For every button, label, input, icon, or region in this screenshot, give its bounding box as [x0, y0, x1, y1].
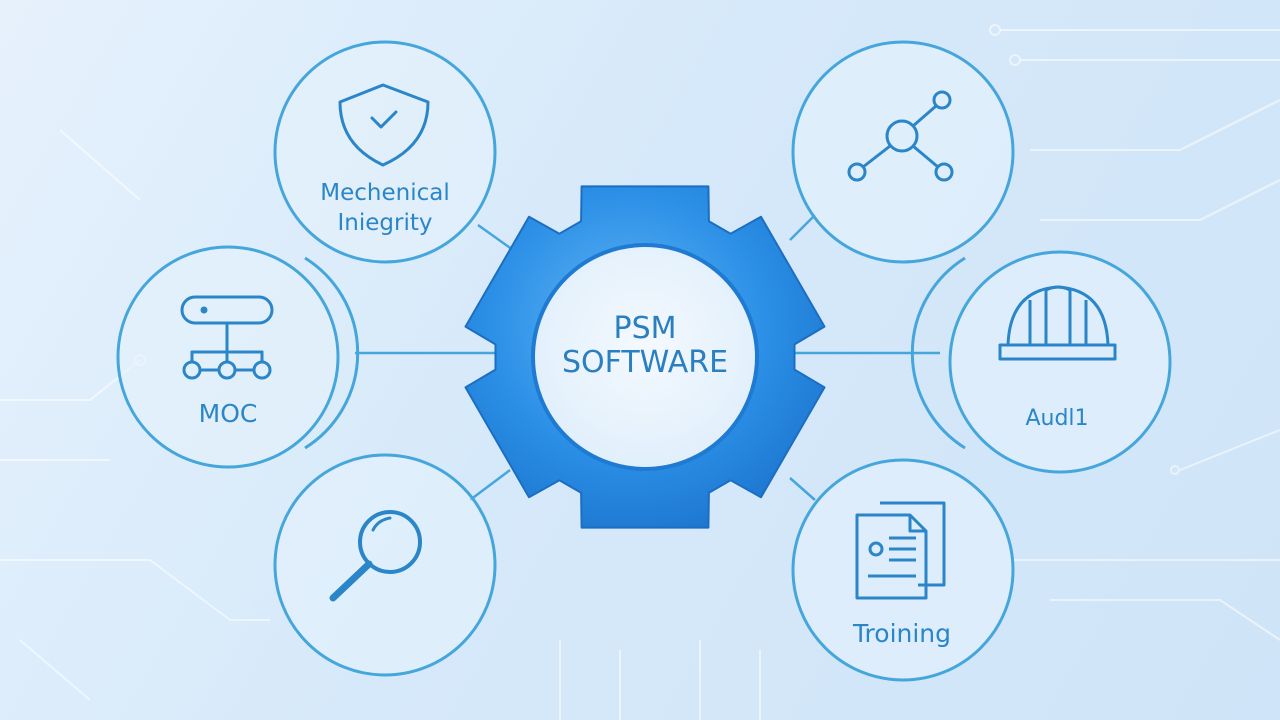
connector-lines	[355, 214, 940, 501]
magnifier-icon	[329, 510, 422, 602]
center-title-line1: PSM	[613, 311, 676, 346]
node-label-line1: Mechenical	[320, 180, 449, 206]
network-nodes-icon	[847, 90, 954, 182]
center-title-line2: SOFTWARE	[562, 345, 728, 380]
node-label-line1: Audl1	[1025, 406, 1088, 431]
circuit-background	[0, 24, 1280, 720]
node-moc[interactable]: MOC	[116, 245, 340, 469]
documents-icon	[855, 501, 946, 600]
node-network[interactable]	[791, 40, 1015, 264]
node-circle	[273, 40, 497, 264]
node-label-line1: Troining	[852, 619, 951, 648]
shield-check-icon	[338, 83, 430, 167]
org-chart-icon	[180, 295, 274, 380]
node-label-line2: Iniegrity	[338, 210, 433, 236]
node-circle	[791, 458, 1015, 682]
node-training[interactable]: Troining	[791, 458, 1015, 682]
node-circle	[948, 250, 1172, 474]
center-gear: PSM SOFTWARE	[464, 185, 826, 529]
accent-arc-left	[304, 256, 360, 450]
node-mechanical-integrity[interactable]: Mechenical Iniegrity	[273, 40, 497, 264]
node-label-line1: MOC	[199, 399, 258, 428]
node-circle	[273, 453, 497, 677]
node-search[interactable]	[273, 453, 497, 677]
hard-hat-icon	[998, 285, 1117, 361]
node-audit[interactable]: Audl1	[948, 250, 1172, 474]
accent-arc-right	[910, 256, 966, 450]
gear-hub	[531, 243, 759, 471]
